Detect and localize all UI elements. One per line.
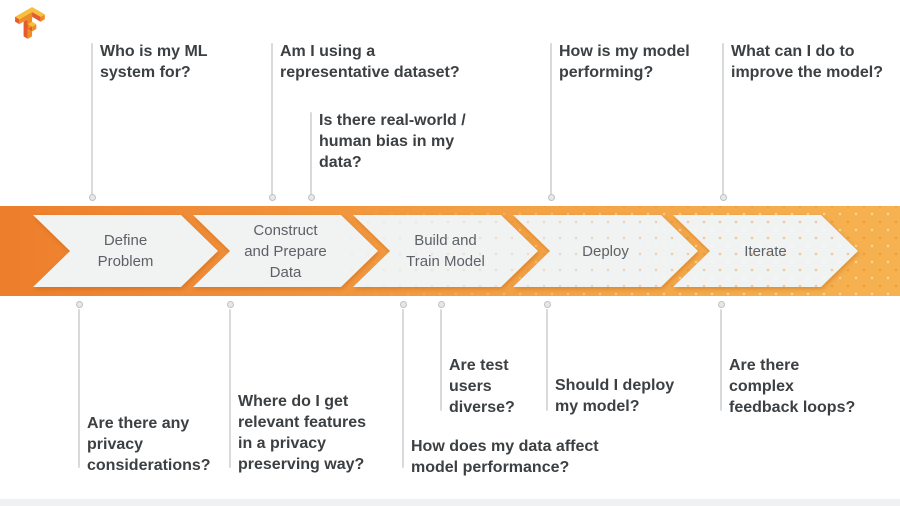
question-text: Are there any privacy considerations? [87,415,211,474]
stage-build-train-model: Build and Train Model [353,215,538,287]
bottom-strip [0,499,900,506]
stage-deploy: Deploy [513,215,698,287]
connector-line [722,43,724,195]
connector-dot [76,301,83,308]
tensorflow-logo-icon [15,7,45,39]
question-text: How does my data affect model performanc… [411,438,599,476]
chevron-shape: Construct and Prepare Data [193,215,378,287]
connector-dot [720,194,727,201]
question-text: Where do I get relevant features in a pr… [238,393,367,473]
chevron-shape: Build and Train Model [353,215,538,287]
stage-label: Construct and Prepare Data [244,221,327,281]
connector-dot [89,194,96,201]
connector-line [546,309,548,411]
connector-dot [718,301,725,308]
connector-line [440,309,442,411]
stage-label: Deploy [582,242,629,260]
stage-label: Build and Train Model [406,232,485,270]
question-text: Is there real-world / human bias in my d… [319,112,466,171]
stage-label: Iterate [744,242,787,260]
connector-dot [227,301,234,308]
connector-line [550,43,552,195]
connector-line [310,112,312,195]
connector-dot [544,301,551,308]
stage-iterate: Iterate [673,215,858,287]
question-text: How is my model performing? [559,43,690,81]
question-text: Are test users diverse? [449,357,515,416]
connector-line [91,43,93,195]
stage-label: Define Problem [97,232,154,270]
question-text: Am I using a representative dataset? [280,43,460,81]
connector-dot [548,194,555,201]
pipeline-band: Define Problem Construct and Prepare Dat… [0,206,900,296]
question-text: Are there complex feedback loops? [729,357,856,416]
stage-define-problem: Define Problem [33,215,218,287]
connector-line [229,309,231,468]
connector-dot [308,194,315,201]
connector-line [271,43,273,195]
question-text: What can I do to improve the model? [731,43,884,81]
connector-dot [400,301,407,308]
question-text: Should I deploy my model? [555,377,675,415]
stage-construct-prepare-data: Construct and Prepare Data [193,215,378,287]
chevron-shape: Deploy [513,215,698,287]
chevron-shape: Define Problem [33,215,218,287]
connector-line [720,309,722,411]
chevron-shape: Iterate [673,215,858,287]
question-text: Who is my ML system for? [100,43,208,81]
connector-line [78,309,80,468]
connector-line [402,309,404,468]
connector-dot [269,194,276,201]
connector-dot [438,301,445,308]
